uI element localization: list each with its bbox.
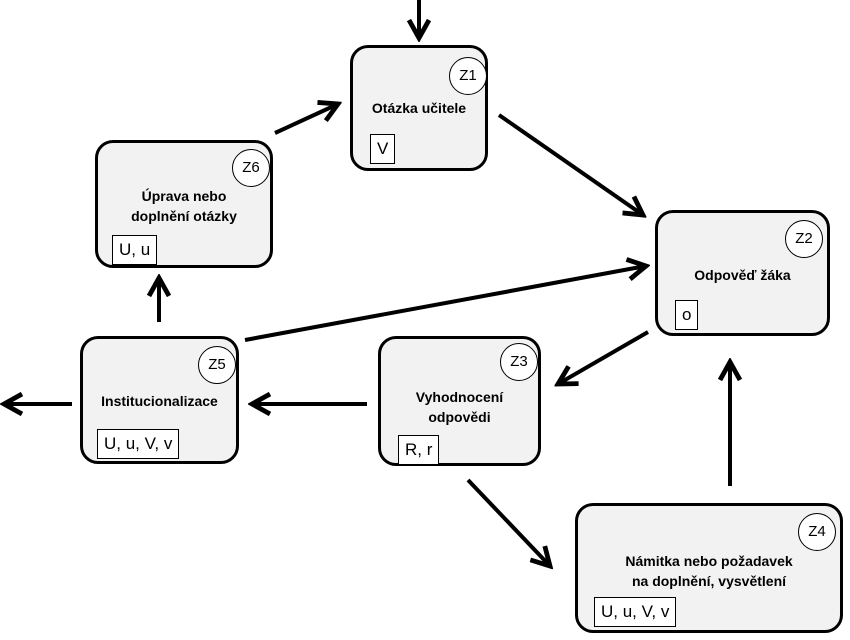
arrow-z2-to-z3	[558, 330, 650, 384]
node-z1: Z1 Otázka učitele V	[350, 45, 488, 171]
node-z5-code: U, u, V, v	[97, 429, 180, 459]
node-z2: Z2 Odpověď žáka o	[655, 210, 830, 336]
node-z5: Z5 Institucionalizace U, u, V, v	[80, 336, 239, 464]
node-z6-code: U, u	[112, 235, 158, 265]
node-z3-id-badge: Z3	[500, 343, 538, 381]
node-z4-code: U, u, V, v	[594, 597, 677, 627]
node-z1-id-badge: Z1	[449, 57, 487, 95]
node-z3-title: Vyhodnocení odpovědi	[415, 389, 504, 425]
node-z2-title: Odpověď žáka	[694, 267, 791, 283]
node-z2-id-badge: Z2	[785, 220, 823, 258]
node-z1-title: Otázka učitele	[371, 100, 467, 116]
node-z5-title: Institucionalizace	[101, 393, 218, 409]
arrow-z3-to-z4	[466, 478, 550, 566]
node-z6-title: Úprava nebo doplnění otázky	[131, 188, 237, 224]
node-z2-code: o	[675, 300, 699, 330]
arrow-z5-to-z2	[244, 266, 646, 342]
node-z5-id-badge: Z5	[198, 346, 236, 384]
arrow-z6-to-z1	[274, 104, 338, 135]
node-z6-id-badge: Z6	[232, 149, 270, 187]
node-z3: Z3 Vyhodnocení odpovědi R, r	[378, 336, 541, 466]
node-z6: Z6 Úprava nebo doplnění otázky U, u	[95, 140, 273, 268]
node-z4-title: Námitka nebo požadavek na doplnění, vysv…	[625, 553, 793, 589]
node-z4-id-badge: Z4	[798, 513, 836, 551]
arrow-z1-to-z2	[497, 113, 643, 215]
node-z4: Z4 Námitka nebo požadavek na doplnění, v…	[575, 503, 843, 633]
node-z1-code: V	[370, 134, 396, 164]
node-z3-code: R, r	[398, 435, 440, 465]
